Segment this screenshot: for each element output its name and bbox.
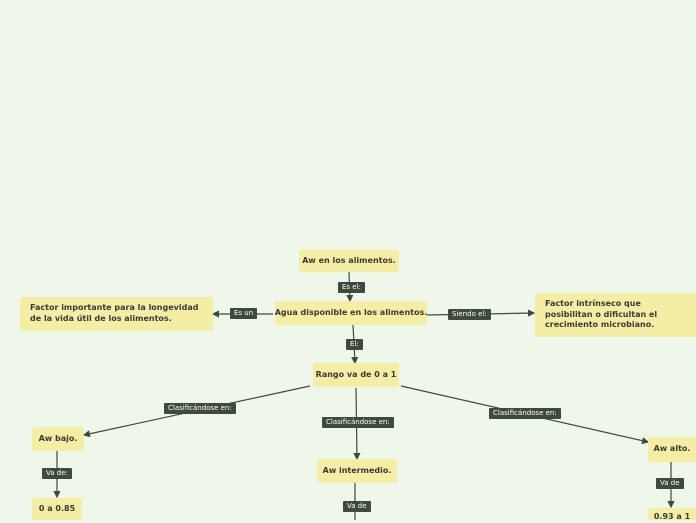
node-aw-intermedio[interactable]: Aw intermedio. bbox=[317, 459, 397, 483]
node-bajo-valor[interactable]: 0 a 0.85 bbox=[32, 498, 82, 520]
tag-va-de-right: Va de bbox=[656, 478, 684, 489]
node-aw-alto[interactable]: Aw alto. bbox=[648, 437, 696, 462]
node-aw-bajo[interactable]: Aw bajo. bbox=[32, 427, 84, 451]
tag-clasificandose-left: Clasificándose en: bbox=[164, 403, 236, 414]
tag-clasificandose-mid: Clasificándose en: bbox=[322, 417, 394, 428]
tag-es-un: Es un bbox=[230, 308, 258, 319]
node-aw-alimentos[interactable]: Aw en los alimentos. bbox=[299, 250, 399, 272]
node-rango[interactable]: Rango va de 0 a 1 bbox=[313, 363, 399, 387]
tag-es-el: Es el: bbox=[338, 282, 365, 293]
node-alto-valor[interactable]: 0.93 a 1 bbox=[648, 508, 696, 521]
tag-clasificandose-right: Clasificándose en: bbox=[489, 408, 561, 419]
tag-el: El: bbox=[346, 339, 363, 350]
node-factor-importante[interactable]: Factor importante para la longevidad de … bbox=[20, 297, 213, 331]
node-factor-intrinseco[interactable]: Factor intrínseco que posibilitan o difi… bbox=[535, 293, 696, 337]
node-agua-disponible[interactable]: Agua disponible en los alimentos. bbox=[275, 301, 427, 325]
tag-va-de-mid: Va de bbox=[343, 501, 371, 512]
tag-va-de-left: Va de: bbox=[42, 468, 72, 479]
tag-siendo-el: Siendo el: bbox=[448, 309, 491, 320]
